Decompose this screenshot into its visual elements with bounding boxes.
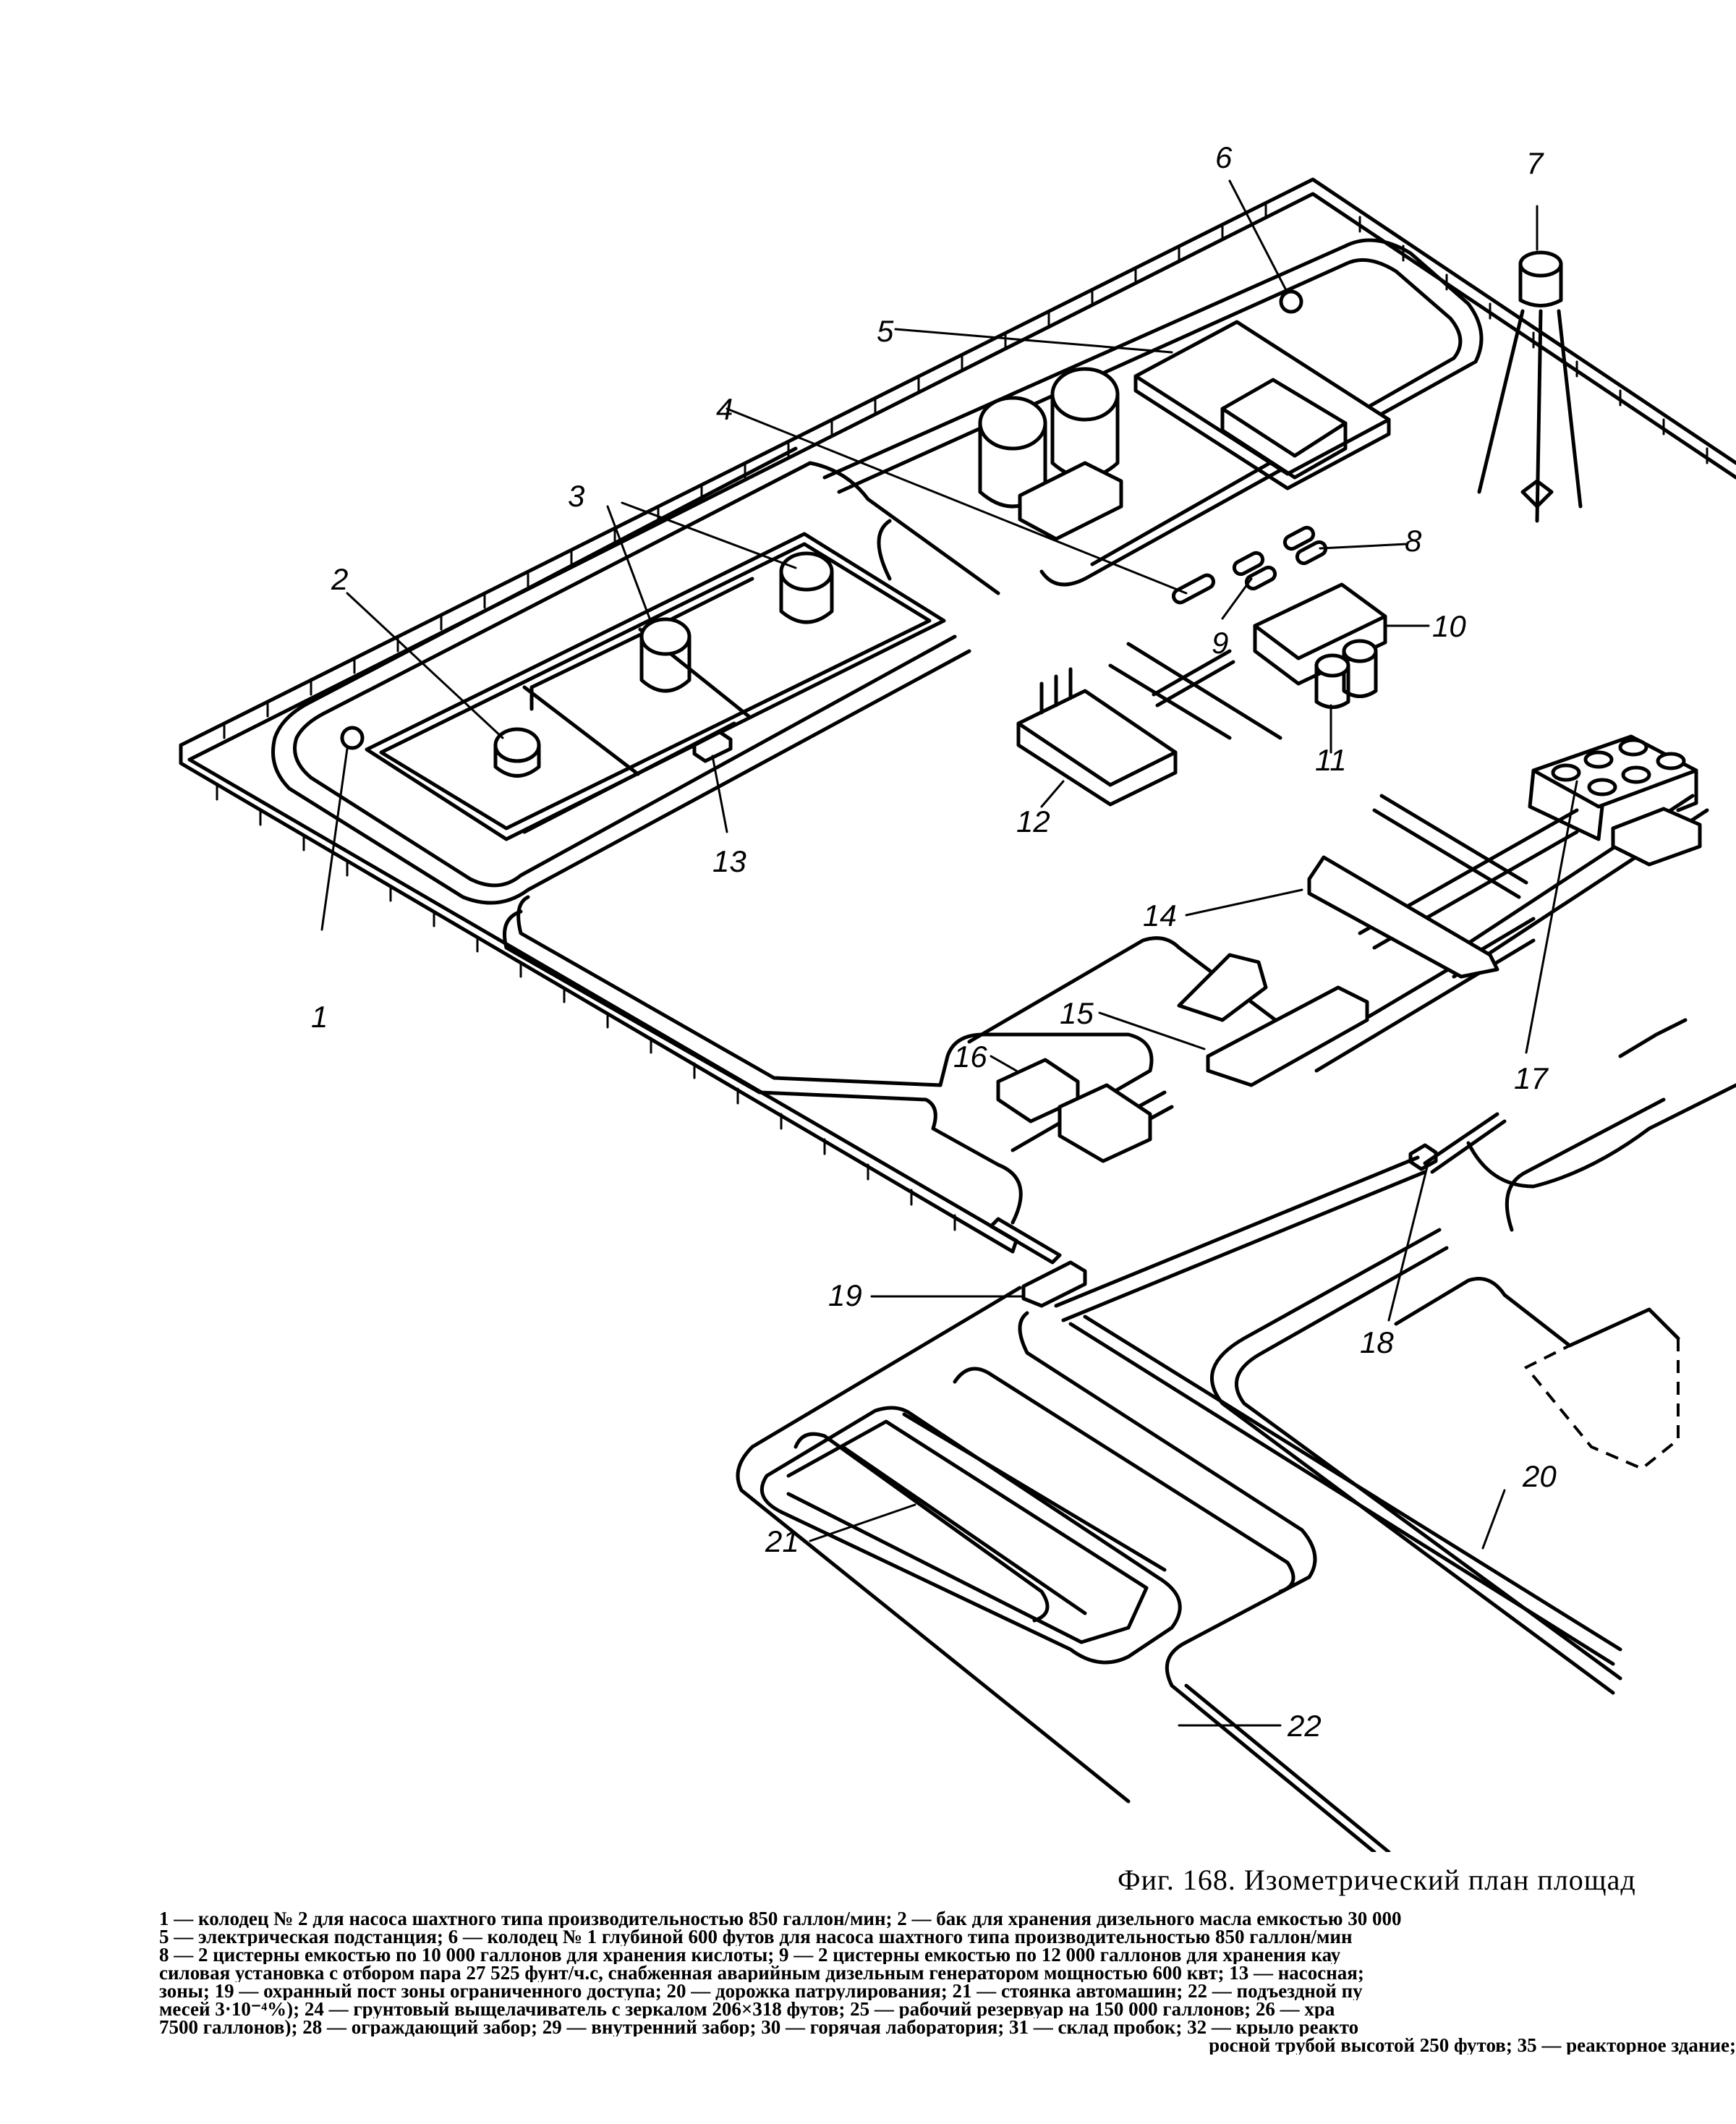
legend-line: месей 3·10⁻⁴%); 24 — грунтовый выщелачив… [159,2000,1335,2018]
well-1 [340,726,365,750]
callout-22: 22 [1287,1709,1322,1743]
callout-5: 5 [877,314,894,348]
callout-9: 9 [1212,626,1228,660]
callout-14: 14 [1143,899,1177,933]
legend-line: зоны; 19 — охранный пост зоны ограниченн… [159,1982,1363,2000]
callout-20: 20 [1522,1459,1557,1493]
callout-10: 10 [1432,609,1466,643]
callout-17: 17 [1514,1061,1549,1095]
callout-labels: 1 2 3 4 5 6 7 8 9 10 11 12 13 14 15 16 1… [311,140,1557,1743]
callout-13: 13 [712,844,746,878]
perimeter-fence [179,177,1736,1254]
callout-7: 7 [1526,146,1544,180]
tank-3a [639,617,692,656]
acid-tanks [1171,525,1328,605]
callout-21: 21 [765,1524,799,1558]
substation-area [978,289,1391,541]
figure-title: Фиг. 168. Изометрический план площад [1118,1864,1636,1896]
tank-farm [340,532,946,841]
pump-house-13 [692,730,733,763]
figure-legend: 1 — колодец № 2 для насоса шахтного типа… [159,1910,1736,2055]
callout-4: 4 [716,392,733,426]
well-6 [1279,289,1303,314]
callout-18: 18 [1360,1325,1394,1359]
callout-19: 19 [828,1278,862,1312]
legend-line: росной трубой высотой 250 футов; 35 — ре… [1209,2036,1736,2055]
callout-2: 2 [331,562,348,596]
callout-3: 3 [568,479,584,513]
callout-8: 8 [1405,524,1422,558]
power-block [1016,582,1387,807]
legend-line: силовая установка с отбором пара 27 525 … [159,1964,1364,1982]
callout-16: 16 [953,1040,987,1074]
south-roads [736,1228,1680,1852]
legend-line: 8 — 2 цистерны емкостью по 10 000 галлон… [159,1946,1341,1964]
callout-6: 6 [1215,140,1233,174]
water-tower [1477,250,1583,523]
tank-2 [493,727,541,763]
callout-1: 1 [311,1000,328,1034]
callout-11: 11 [1315,743,1347,777]
legend-line: 5 — электрическая подстанция; 6 — колоде… [159,1928,1353,1946]
tank-3b [779,551,834,592]
leader-lines [320,179,1578,1727]
support-buildings [996,855,1499,1163]
legend-line: 1 — колодец № 2 для насоса шахтного типа… [159,1910,1402,1928]
callout-12: 12 [1016,804,1050,838]
legend-line: 7500 галлонов); 28 — ограждающий забор; … [159,2018,1359,2036]
reactor-building [1528,734,1702,867]
isometric-site-plan: 1 2 3 4 5 6 7 8 9 10 11 12 13 14 15 16 1… [179,140,1736,1852]
callout-15: 15 [1060,996,1094,1030]
